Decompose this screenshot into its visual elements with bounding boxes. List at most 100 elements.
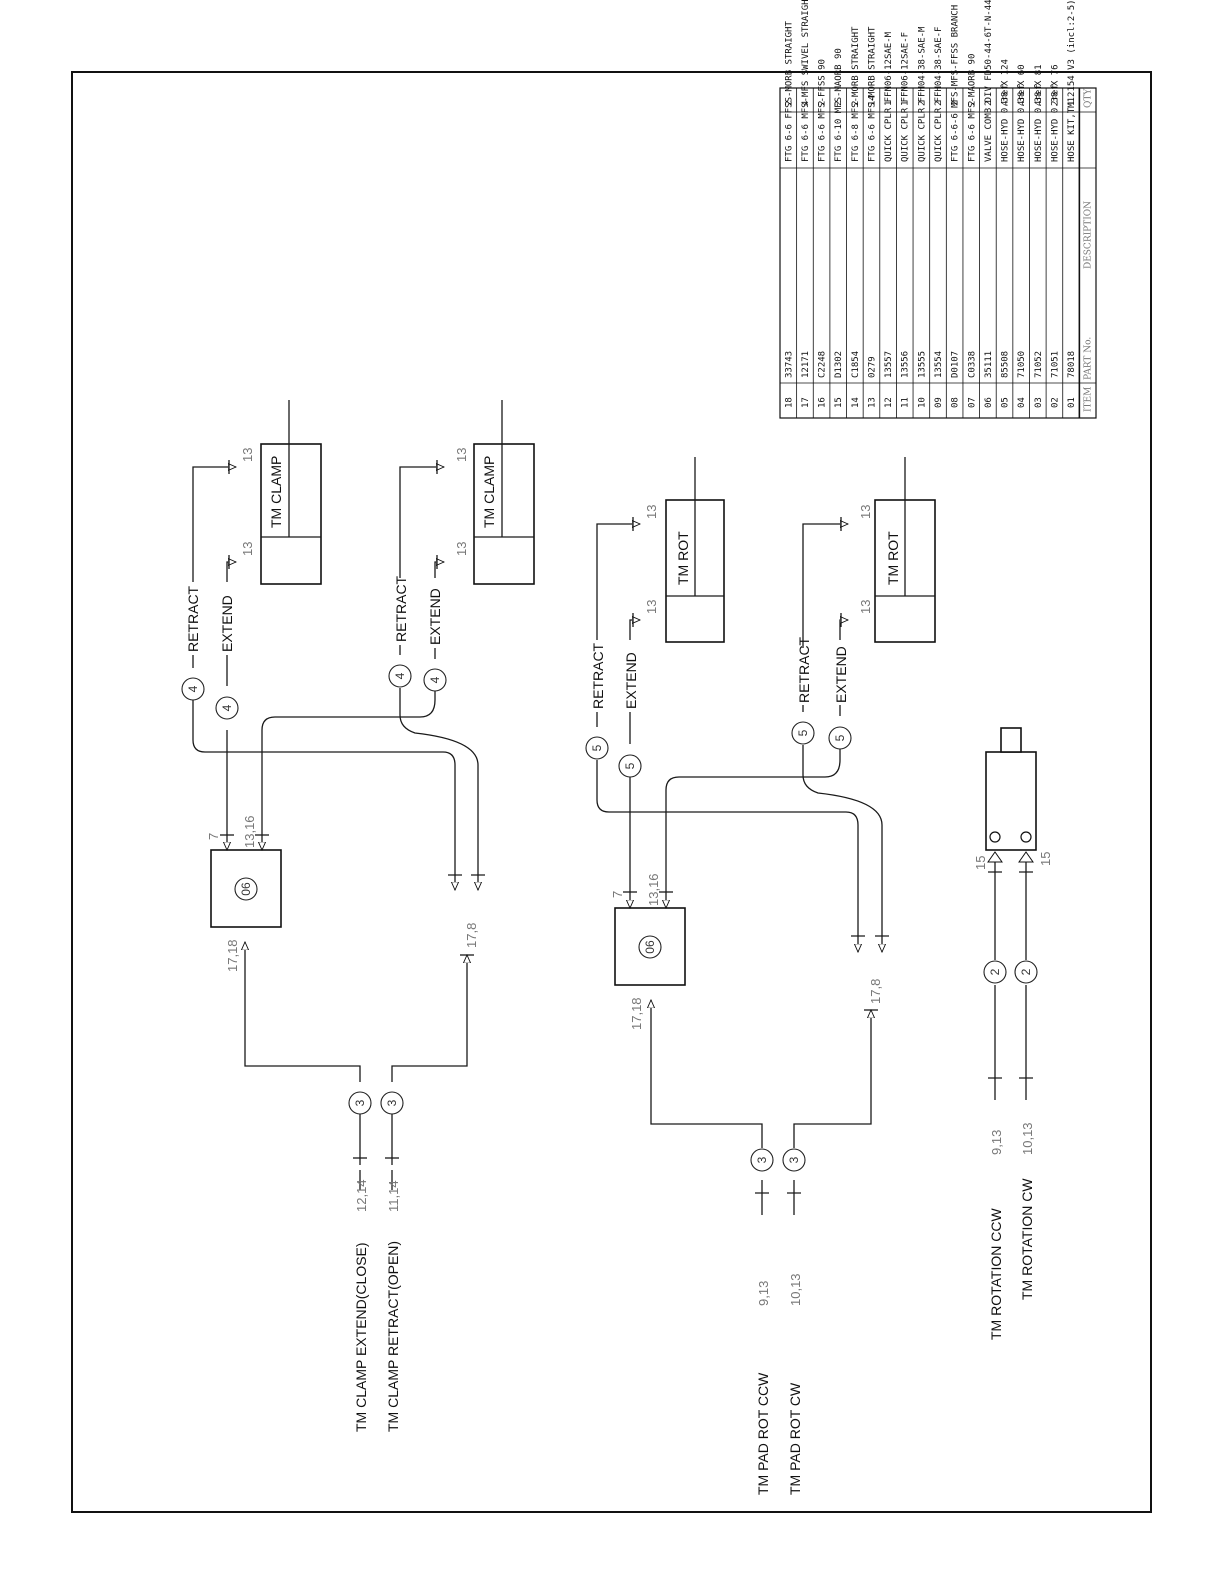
bom-header-description: DESCRIPTION <box>1084 201 1094 269</box>
hose-balloon <box>181 677 205 701</box>
hose-balloon-text: 4 <box>393 672 407 679</box>
input-ref: 9,13 <box>756 1281 771 1306</box>
input-ref: 10,13 <box>788 1273 803 1306</box>
bom-header-item: ITEM <box>1084 387 1094 412</box>
input-balloon <box>348 1091 372 1115</box>
input-label-pad-rot-cw: TM PAD ROT CW <box>787 1382 803 1495</box>
port-label: 13 <box>858 600 873 614</box>
input-label-clamp-retract: TM CLAMP RETRACT(OPEN) <box>385 1241 401 1432</box>
extend-label: EXTEND <box>427 588 443 645</box>
input-label-pad-rot-ccw: TM PAD ROT CCW <box>755 1372 771 1495</box>
bom-part-no: C2248 <box>818 351 828 378</box>
clamp-cylinder-2 <box>473 443 535 585</box>
bom-description: FTG 6-6-6 MFS-MFS-FFSS BRANCH TEE <box>951 0 961 162</box>
retract-label: RETRACT <box>796 636 812 703</box>
bom-qty: 2 <box>934 101 944 106</box>
bom-description: HOSE-HYD 0.38 X 81 <box>1034 64 1044 162</box>
hose-balloon <box>983 960 1007 984</box>
input-balloon <box>750 1148 774 1172</box>
input-label-clamp-extend: TM CLAMP EXTEND(CLOSE) <box>353 1242 369 1432</box>
bom-description: QUICK CPLR FFN06-12SAE-F <box>901 32 911 162</box>
tee-label: 17,8 <box>868 979 883 1004</box>
extend-feed-2 <box>840 620 848 716</box>
line-to-valve <box>245 942 361 1082</box>
fitting-mark <box>988 871 1033 1079</box>
valve-balloon-text: 06 <box>239 882 253 896</box>
cylinder-name: TM ROT <box>675 531 691 585</box>
retract-feed-2 <box>399 467 444 655</box>
bom-part-no: 35111 <box>984 351 994 378</box>
bom-item: 11 <box>901 397 911 408</box>
valve-balloon-text: 06 <box>643 940 657 954</box>
hose-balloon <box>215 696 239 720</box>
input-ref: 11,14 <box>386 1180 401 1212</box>
valve-port-label: 13,16 <box>646 873 661 906</box>
fitting-mark <box>632 517 842 627</box>
hose-balloon <box>1014 960 1038 984</box>
bom-qty: 2 <box>851 101 861 106</box>
hose-balloon-text: 2 <box>988 968 1002 975</box>
bom-qty: 1 <box>901 101 911 106</box>
port-label: 13 <box>454 448 469 462</box>
cylinder-name: TM CLAMP <box>481 456 497 528</box>
line-to-tee <box>391 955 467 1082</box>
valve-port-label: 7 <box>206 833 221 840</box>
motor-port-label: 15 <box>1038 852 1053 866</box>
bom-description: QUICK CPLR FFH04-38-SAE-F <box>934 27 944 162</box>
section-clamp: 06 <box>181 400 535 1190</box>
crossover-retract-2 <box>399 688 478 890</box>
crossover-retract-1 <box>192 700 455 890</box>
bom-qty: 4ref <box>1001 84 1011 106</box>
bom-description: QUICK CPLR FFH04-38-SAE-M <box>917 26 927 162</box>
bom-part-no: 78018 <box>1067 351 1077 378</box>
bom-qty: 4ref <box>1034 84 1044 106</box>
motor-lines <box>994 862 1027 1100</box>
port-label: 13 <box>454 542 469 556</box>
valve-port-line-b <box>262 680 436 850</box>
retract-feed-1 <box>192 467 236 668</box>
crossover-retract-2 <box>802 745 882 952</box>
bom-description: QUICK CPLR FFN06-12SAE-M <box>884 31 894 162</box>
bom-item: 14 <box>851 397 861 408</box>
bom-description: FTG 6-10 MFS-MAORB 90 <box>834 48 844 162</box>
bom-qty: 2 <box>834 101 844 106</box>
input-ref: 12,14 <box>354 1179 369 1212</box>
hose-balloon <box>585 736 609 760</box>
bom-item: 15 <box>834 397 844 408</box>
hose-balloon-text: 5 <box>796 729 810 736</box>
bom-description: FTG 6-6 MFS-FFSS 90 <box>818 59 828 162</box>
bom-qty: 2 <box>967 101 977 106</box>
valve-balloon <box>234 877 258 901</box>
input-balloon <box>380 1091 404 1115</box>
input-stub <box>761 1180 795 1215</box>
bom-description: HOSE-HYD 0.38 X 124 <box>1001 59 1011 162</box>
hose-balloon-text: 4 <box>428 676 442 683</box>
cylinder-name: TM CLAMP <box>268 456 284 528</box>
input-ref: 9,13 <box>989 1130 1004 1155</box>
hose-balloon-text: 5 <box>590 744 604 751</box>
bom-item: 17 <box>801 397 811 408</box>
bom-qty: 4ref <box>1017 84 1027 106</box>
extend-label: EXTEND <box>623 652 639 709</box>
bom-qty: 2 <box>784 101 794 106</box>
bom-item: 09 <box>934 397 944 408</box>
bom-item: 16 <box>818 397 828 408</box>
bom-qty: 2ref <box>1050 84 1060 106</box>
motor-shaft <box>1000 727 1022 753</box>
clamp-cylinder-2-rod <box>474 400 534 538</box>
clamp-cylinder-1-rod <box>261 400 321 538</box>
hose-balloon <box>828 726 852 750</box>
bom-header-qty: QTY <box>1084 88 1094 108</box>
bom-qty: 2 <box>984 101 994 106</box>
bom-part-no: D1302 <box>834 351 844 378</box>
bom-item: 10 <box>917 397 927 408</box>
valve-port-line-b <box>666 748 841 908</box>
retract-label: RETRACT <box>393 575 409 642</box>
hose-balloon <box>423 668 447 692</box>
line-to-valve <box>651 1000 763 1148</box>
bom-part-no: 0279 <box>867 356 877 378</box>
input-balloon <box>782 1148 806 1172</box>
bom-description: FTG 6-6 FFSS-MORB STRAIGHT <box>784 21 794 162</box>
port-label: 13 <box>644 505 659 519</box>
bom-item: 12 <box>884 397 894 408</box>
